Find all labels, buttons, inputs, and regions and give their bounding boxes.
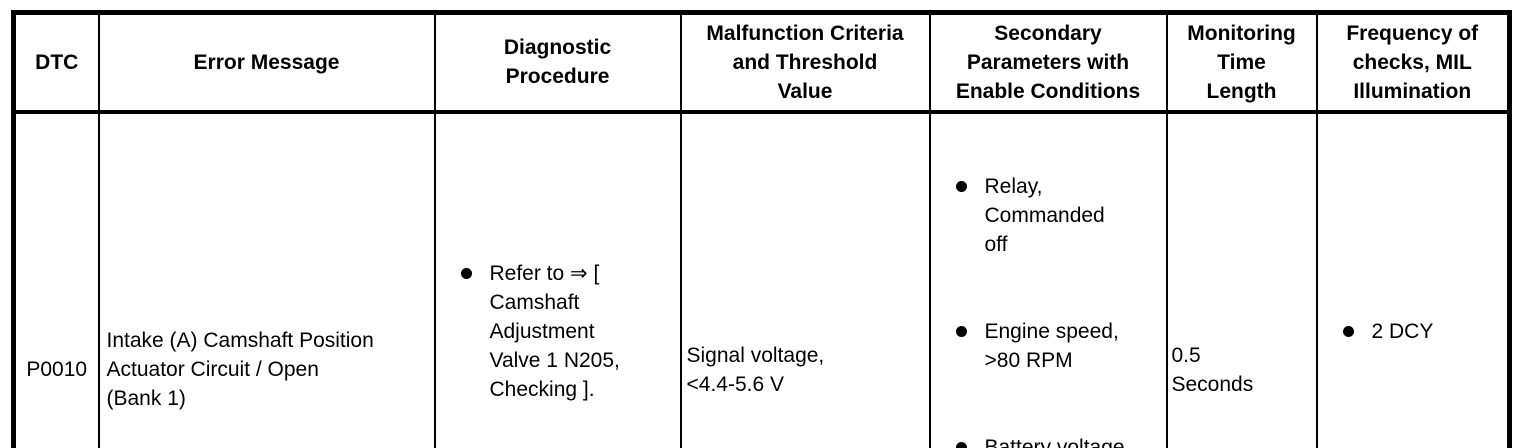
frequency-list: 2 DCY (1319, 288, 1508, 375)
diagnostic-procedure-text: Refer to ⇒ [ Camshaft Adjustment Valve 1… (489, 261, 620, 401)
column-header-dtc: DTC (13, 12, 99, 114)
bullet-icon (955, 180, 967, 192)
secondary-parameter-engine-speed: Engine speed, >80 RPM (984, 319, 1119, 372)
bullet-icon (1342, 325, 1354, 337)
dtc-code: P0010 (26, 358, 88, 381)
list-item: Relay, Commanded off (955, 172, 1164, 259)
secondary-parameter-battery-voltage: Battery voltage, 9.04-16 V (984, 435, 1131, 448)
diagnostic-procedure-list: Refer to ⇒ [ Camshaft Adjustment Valve 1… (437, 230, 680, 433)
list-item: Battery voltage, 9.04-16 V (955, 433, 1164, 448)
bullet-icon (955, 325, 967, 337)
column-header-monitoring-time: Monitoring Time Length (1165, 12, 1317, 114)
list-item: Refer to ⇒ [ Camshaft Adjustment Valve 1… (460, 259, 678, 404)
error-message-text: Intake (A) Camshaft Position Actuator Ci… (106, 329, 374, 410)
cell-error-message: Intake (A) Camshaft Position Actuator Ci… (97, 111, 435, 448)
dtc-table: DTC Error Message Diagnostic Procedure M… (11, 10, 1512, 448)
cell-monitoring-time: 0.5 Seconds (1165, 111, 1317, 448)
cell-frequency-of-checks: 2 DCY (1315, 111, 1510, 448)
bullet-icon (460, 267, 472, 279)
table-header-row: DTC Error Message Diagnostic Procedure M… (13, 12, 1510, 114)
list-item: 2 DCY (1342, 317, 1506, 346)
secondary-parameter-relay: Relay, Commanded off (984, 174, 1105, 256)
cell-malfunction-criteria: Signal voltage, <4.4-5.6 V (679, 111, 930, 448)
cell-dtc-code: P0010 (14, 112, 99, 448)
bullet-icon (955, 441, 967, 448)
column-header-diagnostic-procedure: Diagnostic Procedure (433, 12, 681, 114)
column-header-malfunction-criteria: Malfunction Criteria and Threshold Value (679, 12, 930, 114)
monitoring-time-text: 0.5 Seconds (1171, 343, 1254, 396)
cell-diagnostic-procedure: Refer to ⇒ [ Camshaft Adjustment Valve 1… (433, 111, 681, 448)
secondary-parameters-list: Relay, Commanded off Engine speed, >80 R… (932, 143, 1166, 448)
list-item: Engine speed, >80 RPM (955, 317, 1164, 375)
column-header-error-message: Error Message (97, 12, 435, 114)
column-header-frequency-of-checks: Frequency of checks, MIL Illumination (1315, 12, 1510, 114)
column-header-secondary-parameters: Secondary Parameters with Enable Conditi… (928, 12, 1167, 114)
frequency-text: 2 DCY (1371, 319, 1434, 343)
table-row: P0010 Intake (A) Camshaft Position Actua… (14, 111, 1510, 448)
cell-secondary-parameters: Relay, Commanded off Engine speed, >80 R… (928, 111, 1167, 448)
malfunction-criteria-text: Signal voltage, <4.4-5.6 V (686, 343, 825, 396)
